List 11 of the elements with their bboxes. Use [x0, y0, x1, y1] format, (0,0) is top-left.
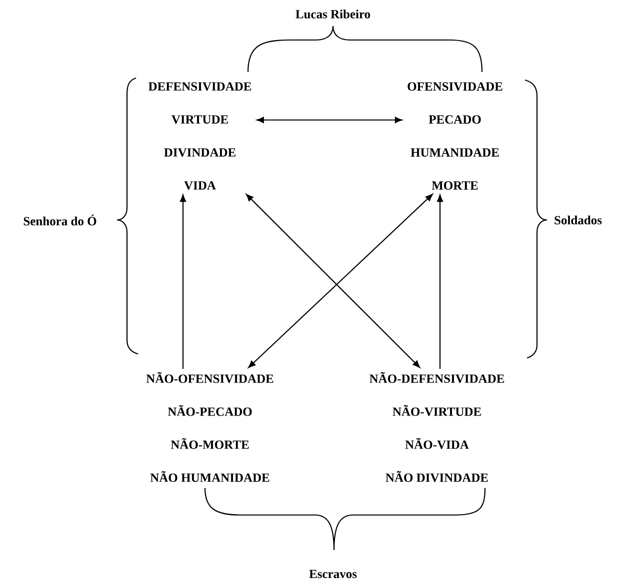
arrow [256, 116, 402, 124]
brace-label: Lucas Ribeiro [296, 10, 370, 18]
brace-label: Escravos [309, 570, 357, 578]
brace-label: Soldados [554, 216, 602, 224]
term-group: NÃO-DEFENSIVIDADE NÃO-VIRTUDE NÃO-VIDA NÃO DIVINDADE [370, 372, 504, 482]
brace-label: Senhora do Ó [24, 214, 96, 226]
term-group: NÃO-OFENSIVIDADE NÃO-PECADO NÃO-MORTE NÃO HUMANIDADE [146, 372, 274, 482]
term-group: OFENSIVIDADE PECADO HUMANIDADE MORTE [408, 82, 502, 190]
arrow [436, 194, 444, 369]
arrow [180, 194, 186, 369]
term-group: DEFENSIVIDADE VIRTUDE DIVINDADE VIDA [148, 82, 252, 190]
